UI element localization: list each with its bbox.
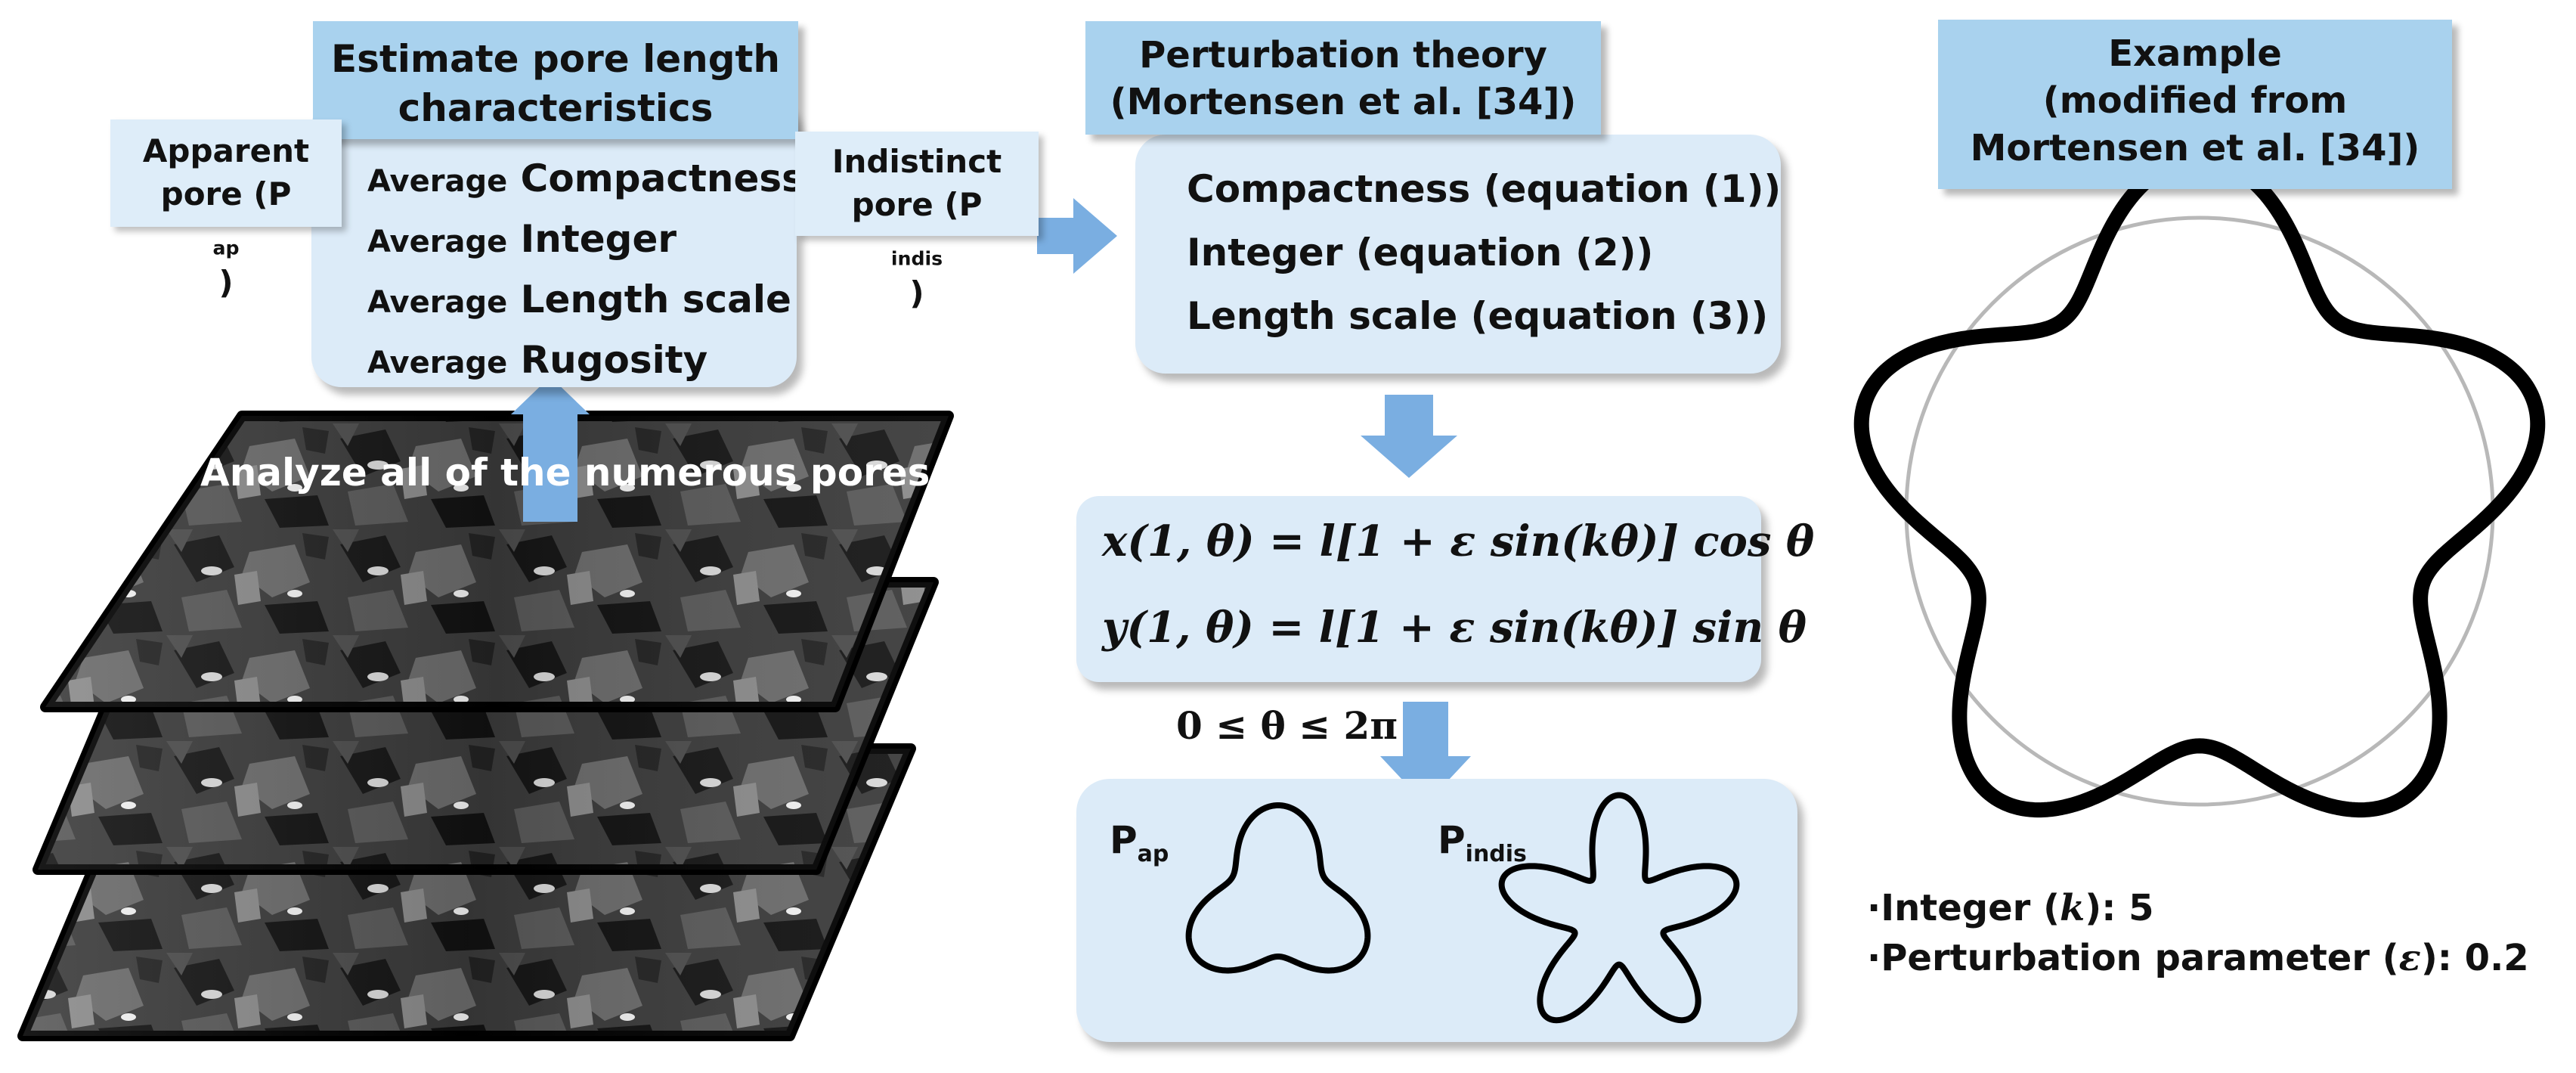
metric-length-scale: Average Length scale — [367, 278, 791, 321]
equation-integer: Integer (equation (2)) — [1187, 231, 1654, 274]
indistinct-pore-shape — [1498, 792, 1740, 1024]
metric-rugosity: Average Rugosity — [367, 338, 708, 382]
param-epsilon: ·Perturbation parameter (ε): 0.2 — [1867, 937, 2529, 979]
metrics-box: Average Compactness Average Integer Aver… — [311, 97, 804, 387]
example-header: Example (modified from Mortensen et al. … — [1938, 20, 2452, 189]
estimate-header: Estimate pore length characteristics — [313, 21, 798, 139]
reference-circle — [1904, 216, 2495, 807]
param-integer: ·Integer (k): 5 — [1867, 887, 2154, 929]
perturbation-header: Perturbation theory (Mortensen et al. [3… — [1085, 21, 1601, 135]
theta-range: 0 ≤ θ ≤ 2π — [1176, 703, 1398, 748]
formula-y: y(1, θ) = l[1 + ε sin(kθ)] sin θ — [1102, 603, 1807, 653]
apparent-pore-shape — [1185, 802, 1371, 974]
example-params: ·Integer (k): 5 ·Perturbation parameter … — [1867, 883, 2529, 983]
formula-box: x(1, θ) = l[1 + ε sin(kθ)] cos θ y(1, θ)… — [1076, 496, 1814, 682]
arrow-right-icon — [1037, 198, 1117, 274]
analyze-label: Analyze all of the numerous pores — [200, 451, 930, 495]
example-shape — [1853, 151, 2546, 818]
label-p-indis: Pindis — [1438, 818, 1527, 867]
label-p-ap: Pap — [1110, 818, 1169, 867]
perturbed-pore-outline — [1853, 151, 2546, 818]
ct-slice-top — [40, 411, 954, 712]
pore-shapes — [1185, 792, 1740, 1024]
formula-x: x(1, θ) = l[1 + ε sin(kθ)] cos θ — [1102, 516, 1815, 566]
arrow-down-icon-1 — [1361, 395, 1457, 478]
equations-box: Compactness (equation (1)) Integer (equa… — [1135, 135, 1781, 374]
arrow-up-icon — [511, 377, 590, 522]
shapes-box: Pap Pindis — [1076, 779, 1797, 1042]
metric-integer: Average Integer — [367, 217, 677, 261]
equation-compactness: Compactness (equation (1)) — [1187, 167, 1782, 211]
metric-compactness: Average Compactness — [367, 157, 804, 200]
equation-length-scale: Length scale (equation (3)) — [1187, 294, 1769, 338]
